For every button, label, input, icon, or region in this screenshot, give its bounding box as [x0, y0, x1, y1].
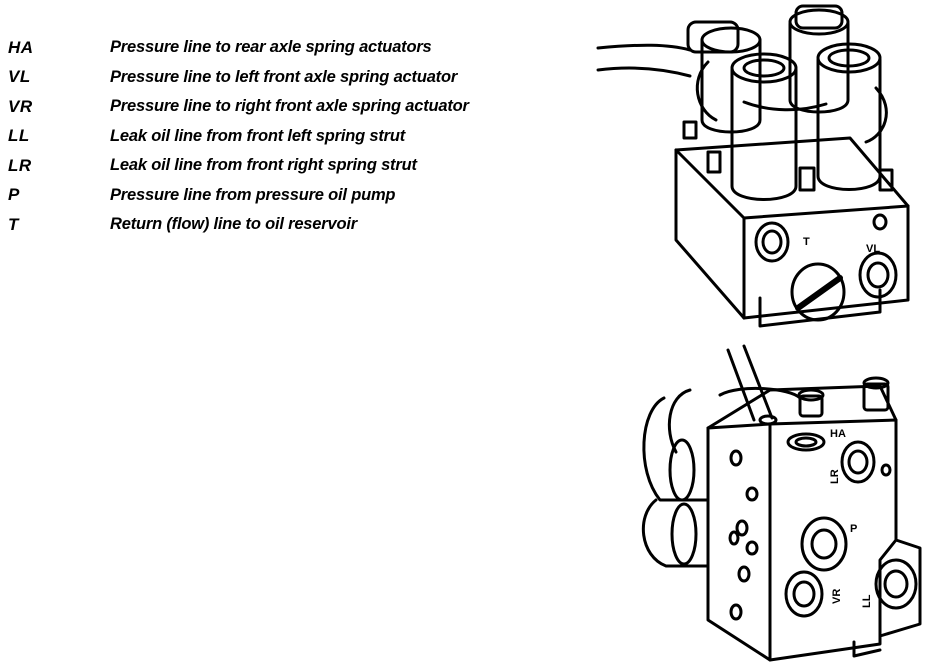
plug	[790, 262, 846, 322]
legend-row-vr: VR Pressure line to right front axle spr…	[8, 92, 608, 122]
pipe	[726, 348, 756, 422]
legend-list: HA Pressure line to rear axle spring act…	[8, 33, 608, 240]
side-solenoid	[641, 498, 710, 568]
legend-abbr: T	[8, 214, 19, 234]
legend-desc: Pressure line from pressure oil pump	[110, 185, 396, 204]
legend-row-ll: LL Leak oil line from front left spring …	[8, 122, 608, 152]
label-vl: VL	[866, 243, 880, 255]
label-t: T	[803, 236, 810, 248]
legend-row-vl: VL Pressure line to left front axle spri…	[8, 63, 608, 93]
bottom-valve-block	[641, 344, 922, 662]
legend-desc: Leak oil line from front left spring str…	[110, 126, 406, 145]
legend-abbr: LL	[8, 126, 30, 146]
legend-row-t: T Return (flow) line to oil reservoir	[8, 210, 608, 240]
legend-desc: Leak oil line from front right spring st…	[110, 156, 417, 175]
legend-desc: Return (flow) line to oil reservoir	[110, 215, 357, 234]
wire	[596, 66, 692, 78]
legend-abbr: HA	[8, 37, 34, 57]
legend-desc: Pressure line to right front axle spring…	[110, 97, 469, 116]
legend-desc: Pressure line to left front axle spring …	[110, 67, 458, 86]
port-vl	[858, 251, 898, 299]
label-ll: LL	[861, 594, 873, 608]
side-solenoid	[642, 396, 710, 502]
top-valve-block	[596, 4, 910, 328]
pipe	[742, 344, 774, 420]
solenoid	[730, 68, 798, 201]
label-p: P	[850, 523, 857, 535]
legend-abbr: VR	[8, 96, 33, 116]
label-lr: LR	[829, 469, 841, 484]
legend-row-p: P Pressure line from pressure oil pump	[8, 181, 608, 211]
solenoid	[816, 58, 882, 191]
port-lr	[840, 440, 876, 484]
label-ha: HA	[830, 428, 846, 440]
legend-row-lr: LR Leak oil line from front right spring…	[8, 151, 608, 181]
port-vr	[784, 570, 824, 618]
legend-desc: Pressure line to rear axle spring actuat…	[110, 38, 432, 57]
wire	[596, 43, 692, 52]
legend-abbr: P	[8, 185, 20, 205]
legend-abbr: VL	[8, 67, 31, 87]
port-t	[754, 221, 790, 263]
legend-row-ha: HA Pressure line to rear axle spring act…	[8, 33, 608, 63]
label-vr: VR	[831, 589, 843, 604]
port-ll	[874, 558, 918, 610]
port-p	[800, 516, 848, 572]
port-ha	[786, 432, 826, 452]
legend-abbr: LR	[8, 155, 32, 175]
